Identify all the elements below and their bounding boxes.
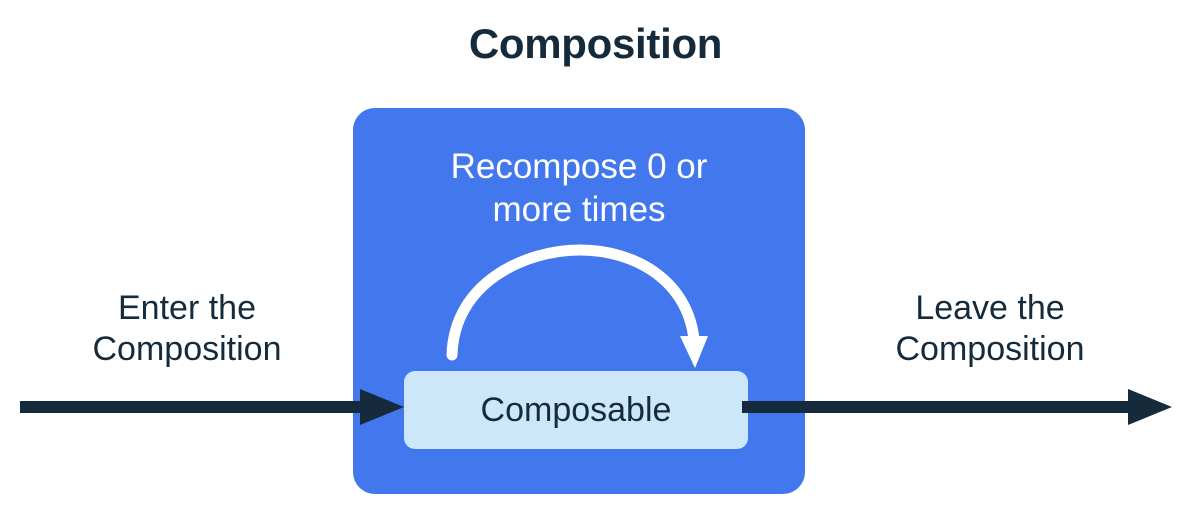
composition-container: Recompose 0 or more times Composable [353, 108, 805, 494]
composable-label: Composable [480, 391, 672, 429]
recompose-loop-arrow-icon [446, 244, 708, 368]
enter-composition-caption: Enter the Composition [92, 289, 282, 369]
recompose-caption: Recompose 0 or more times [450, 147, 708, 229]
composable-node[interactable]: Composable [404, 371, 748, 449]
enter-composition-arrow-icon [20, 389, 404, 425]
page-title: Composition [468, 20, 723, 67]
leave-composition-caption: Leave the Composition [895, 289, 1085, 369]
leave-composition-arrow-icon [742, 389, 1172, 425]
